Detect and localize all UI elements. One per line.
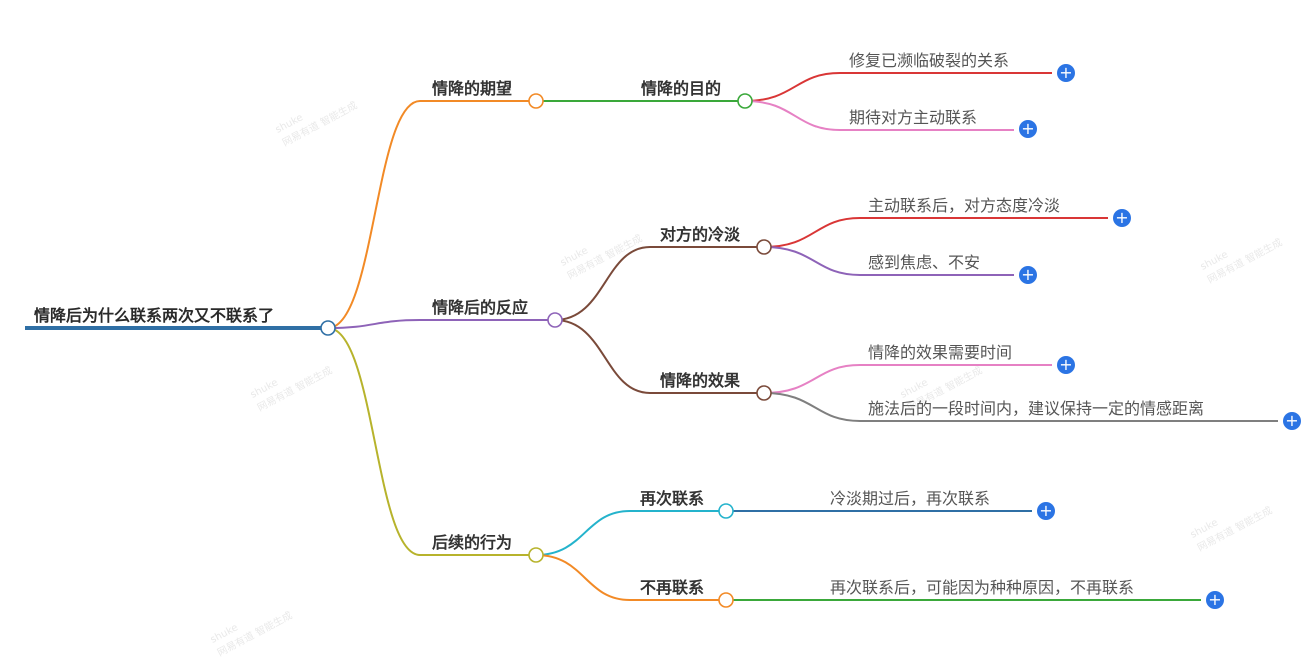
subtopic-purpose[interactable]: 情降的目的 (641, 79, 722, 98)
subtopic-recontact[interactable]: 再次联系 (640, 489, 705, 508)
connector-lines (25, 72, 1278, 601)
edge-root-reaction (327, 319, 555, 329)
root-node-circle[interactable] (320, 320, 336, 336)
node-circle-expectation[interactable] (528, 93, 544, 109)
expand-plus-icon[interactable]: + (1113, 209, 1131, 227)
edge-reaction-coldness (554, 246, 764, 321)
expand-plus-icon[interactable]: + (1019, 120, 1037, 138)
subtopic-effect[interactable]: 情降的效果 (660, 371, 741, 390)
node-circle-coldness[interactable] (756, 239, 772, 255)
node-circle-purpose[interactable] (737, 93, 753, 109)
leaf-effect-takes-time[interactable]: 情降的效果需要时间 (868, 343, 1013, 362)
leaf-anxiety[interactable]: 感到焦虑、不安 (868, 253, 981, 272)
branch-expectation[interactable]: 情降的期望 (432, 79, 513, 98)
edge-root-expectation (327, 100, 536, 329)
node-circle-nocontact[interactable] (718, 592, 734, 608)
edge-coldness-leaf-2 (763, 246, 1014, 276)
leaf-contact-again[interactable]: 冷淡期过后，再次联系 (830, 489, 991, 508)
expand-plus-icon[interactable]: + (1206, 591, 1224, 609)
expand-plus-icon[interactable]: + (1019, 266, 1037, 284)
edge-behavior-nocontact (535, 554, 726, 601)
expand-plus-icon[interactable]: + (1283, 412, 1301, 430)
expand-plus-icon[interactable]: + (1037, 502, 1055, 520)
subtopic-nocontact[interactable]: 不再联系 (640, 578, 705, 597)
edge-effect-leaf-1 (763, 364, 1052, 394)
node-circle-effect[interactable] (756, 385, 772, 401)
edge-reaction-effect (554, 319, 764, 394)
node-circle-reaction[interactable] (547, 312, 563, 328)
branch-behavior[interactable]: 后续的行为 (432, 533, 513, 552)
edge-root-behavior (327, 327, 536, 556)
leaf-expect-contact[interactable]: 期待对方主动联系 (849, 108, 978, 127)
node-circles (320, 93, 772, 608)
leaf-no-more-contact[interactable]: 再次联系后，可能因为种种原因，不再联系 (830, 578, 1135, 597)
edge-effect-leaf-2 (763, 392, 1278, 422)
leaf-keep-distance[interactable]: 施法后的一段时间内，建议保持一定的情感距离 (868, 399, 1205, 418)
root-topic[interactable]: 情降后为什么联系两次又不联系了 (34, 306, 275, 325)
edge-behavior-recontact (535, 510, 726, 556)
leaf-cold-attitude[interactable]: 主动联系后，对方态度冷淡 (868, 196, 1061, 215)
edge-purpose-leaf-1 (744, 72, 1052, 102)
node-circle-behavior[interactable] (528, 547, 544, 563)
edge-purpose-leaf-2 (744, 100, 1014, 131)
edge-coldness-leaf-1 (763, 217, 1108, 248)
leaf-repair-relationship[interactable]: 修复已濒临破裂的关系 (849, 51, 1010, 70)
subtopic-coldness[interactable]: 对方的冷淡 (660, 225, 741, 244)
expand-plus-icon[interactable]: + (1057, 356, 1075, 374)
expand-plus-icon[interactable]: + (1057, 64, 1075, 82)
node-circle-recontact[interactable] (718, 503, 734, 519)
branch-reaction[interactable]: 情降后的反应 (432, 298, 529, 317)
